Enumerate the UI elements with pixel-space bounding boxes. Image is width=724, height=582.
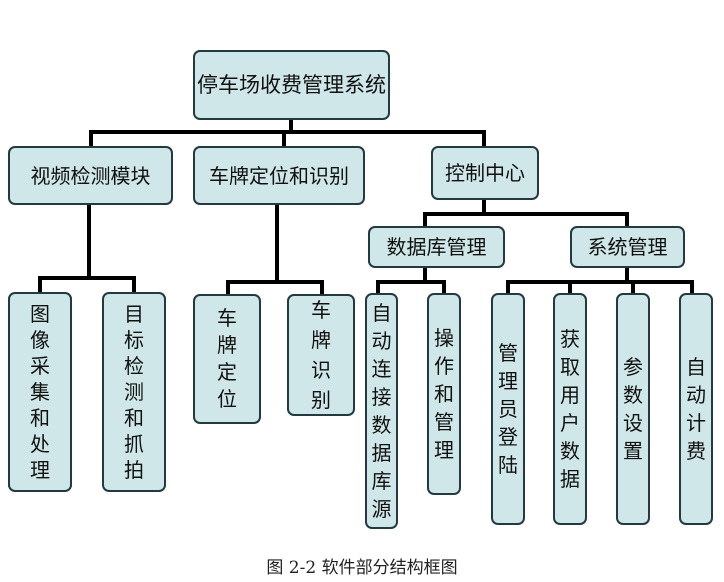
connector — [89, 130, 93, 148]
admin-login-node: 管理员登陆 — [491, 293, 525, 525]
auto-billing-node: 自动计费 — [679, 293, 713, 525]
get-user-data-node: 获取用户数据 — [553, 293, 587, 525]
admin-login-label: 管理员登陆 — [498, 341, 518, 477]
connector — [625, 212, 629, 228]
connector — [38, 276, 136, 280]
connector — [506, 280, 694, 284]
image-capture-label: 图像采集和处理 — [30, 302, 50, 482]
connector — [482, 200, 486, 214]
operate-manage-node: 操作和管理 — [427, 293, 461, 495]
target-detect-node: 目标检测和抓拍 — [102, 292, 166, 492]
image-capture-node: 图像采集和处理 — [8, 292, 72, 492]
operate-manage-label: 操作和管理 — [434, 326, 454, 462]
figure-caption: 图 2-2 软件部分结构框图 — [266, 558, 458, 578]
plate-locate-node: 车牌定位 — [193, 294, 261, 424]
connector — [376, 280, 446, 284]
connector — [423, 266, 427, 282]
plate-locate-label: 车牌定位 — [217, 306, 237, 411]
connector — [275, 205, 279, 282]
connector — [442, 280, 446, 294]
connector — [289, 120, 293, 134]
connector — [625, 266, 629, 282]
plate-locate-recognize-node: 车牌定位和识别 — [193, 146, 365, 205]
connector — [568, 280, 572, 294]
auto-connect-db-label: 自动连接数据库源 — [371, 301, 392, 521]
connector — [631, 280, 635, 294]
connector — [690, 280, 694, 294]
get-user-data-label: 获取用户数据 — [560, 327, 580, 491]
video-detection-node: 视频检测模块 — [8, 146, 173, 205]
database-management-label: 数据库管理 — [386, 235, 487, 259]
connector — [226, 280, 230, 294]
connector — [38, 276, 42, 292]
connector — [320, 280, 324, 294]
system-management-node: 系统管理 — [570, 226, 685, 268]
connector — [423, 212, 629, 216]
connector — [423, 212, 427, 228]
connector — [89, 130, 486, 134]
connector — [132, 276, 136, 292]
database-management-node: 数据库管理 — [368, 226, 505, 268]
param-settings-node: 参数设置 — [616, 293, 650, 525]
connector — [87, 205, 91, 278]
connector — [376, 280, 380, 294]
param-settings-label: 参数设置 — [623, 355, 643, 463]
target-detect-label: 目标检测和抓拍 — [124, 302, 144, 482]
plate-recognize-label: 车牌识别 — [311, 298, 331, 412]
connector — [482, 130, 486, 148]
root-label: 停车场收费管理系统 — [197, 72, 386, 97]
auto-connect-db-node: 自动连接数据库源 — [365, 293, 398, 529]
connector — [226, 280, 324, 284]
root-node: 停车场收费管理系统 — [193, 50, 390, 120]
connector — [282, 130, 286, 148]
control-center-label: 控制中心 — [445, 161, 525, 185]
auto-billing-label: 自动计费 — [686, 355, 706, 463]
video-detection-label: 视频检测模块 — [30, 163, 151, 188]
connector — [506, 280, 510, 294]
system-management-label: 系统管理 — [587, 235, 668, 259]
control-center-node: 控制中心 — [431, 146, 539, 200]
plate-recognize-node: 车牌识别 — [287, 294, 355, 416]
plate-locate-recognize-label: 车牌定位和识别 — [209, 163, 349, 188]
